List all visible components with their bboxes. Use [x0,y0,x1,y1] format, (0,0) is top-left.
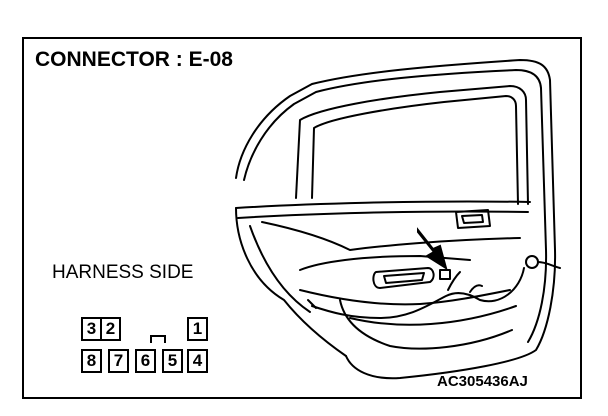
pin-2: 2 [100,317,121,341]
connector-lock-tab [150,335,166,343]
pin-3: 3 [81,317,102,341]
pointer-arrow [417,227,448,271]
connector-title: CONNECTOR : E-08 [35,48,233,71]
harness-side-label: HARNESS SIDE [52,262,194,283]
pin-4: 4 [187,349,208,373]
pin-5: 5 [162,349,183,373]
pin-8: 8 [81,349,102,373]
pin-6: 6 [135,349,156,373]
connector-face: 3 2 1 8 7 6 5 4 [73,317,213,377]
pin-1: 1 [187,317,208,341]
figure-code: AC305436AJ [437,373,528,390]
pin-7: 7 [108,349,129,373]
